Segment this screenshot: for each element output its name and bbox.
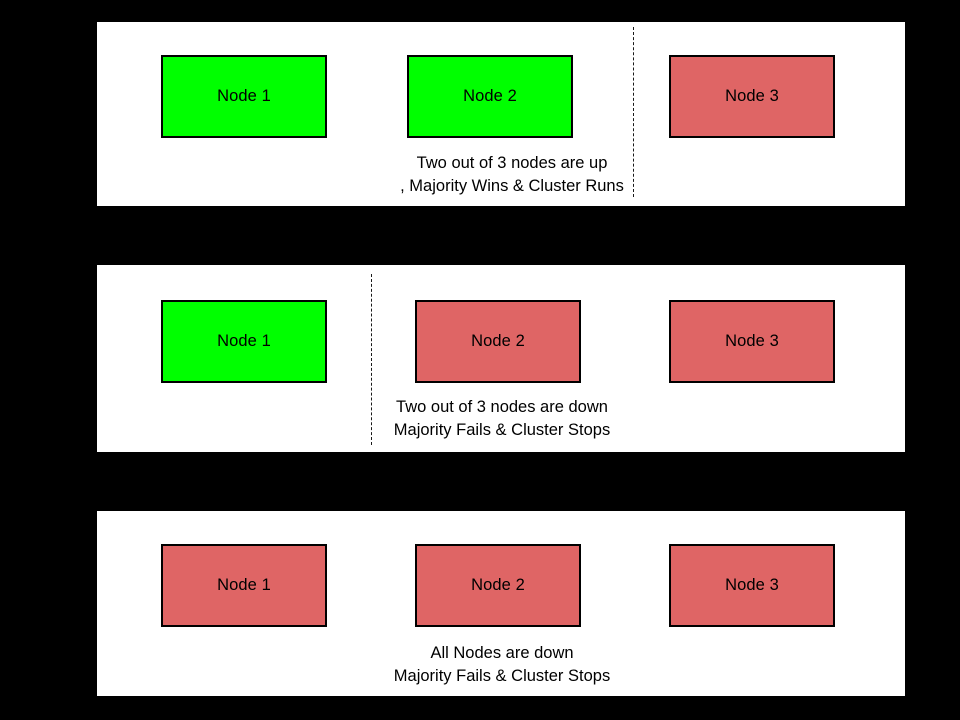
node-box-2[interactable]: Node 2 — [407, 55, 573, 138]
caption-line-2: , Majority Wins & Cluster Runs — [400, 177, 624, 195]
scenario-panel-all-down: Node 1 Node 2 Node 3 All Nodes are down … — [97, 511, 905, 696]
node-box-2[interactable]: Node 2 — [415, 544, 581, 627]
node-box-1[interactable]: Node 1 — [161, 300, 327, 383]
node-label: Node 3 — [725, 87, 779, 106]
node-box-2[interactable]: Node 2 — [415, 300, 581, 383]
node-label: Node 1 — [217, 332, 271, 351]
caption-line-2: Majority Fails & Cluster Stops — [393, 421, 611, 439]
node-box-3[interactable]: Node 3 — [669, 544, 835, 627]
quorum-divider — [633, 27, 634, 197]
caption-line-2: Majority Fails & Cluster Stops — [393, 667, 611, 685]
panel-caption: Two out of 3 nodes are up , Majority Win… — [292, 152, 732, 198]
scenario-panel-two-down: Node 1 Node 2 Node 3 Two out of 3 nodes … — [97, 265, 905, 452]
caption-line-1: Two out of 3 nodes are down — [396, 398, 608, 416]
scenario-panel-two-up: Node 1 Node 2 Node 3 Two out of 3 nodes … — [97, 22, 905, 206]
panel-caption: All Nodes are down Majority Fails & Clus… — [282, 642, 722, 688]
node-label: Node 3 — [725, 332, 779, 351]
panel-caption: Two out of 3 nodes are down Majority Fai… — [282, 396, 722, 442]
node-box-3[interactable]: Node 3 — [669, 55, 835, 138]
node-box-3[interactable]: Node 3 — [669, 300, 835, 383]
caption-line-1: Two out of 3 nodes are up — [416, 154, 608, 172]
node-label: Node 1 — [217, 87, 271, 106]
node-box-1[interactable]: Node 1 — [161, 55, 327, 138]
node-label: Node 2 — [471, 576, 525, 595]
quorum-divider — [371, 274, 372, 445]
node-label: Node 2 — [463, 87, 517, 106]
node-box-1[interactable]: Node 1 — [161, 544, 327, 627]
node-label: Node 3 — [725, 576, 779, 595]
caption-line-1: All Nodes are down — [430, 644, 574, 662]
node-label: Node 1 — [217, 576, 271, 595]
node-label: Node 2 — [471, 332, 525, 351]
